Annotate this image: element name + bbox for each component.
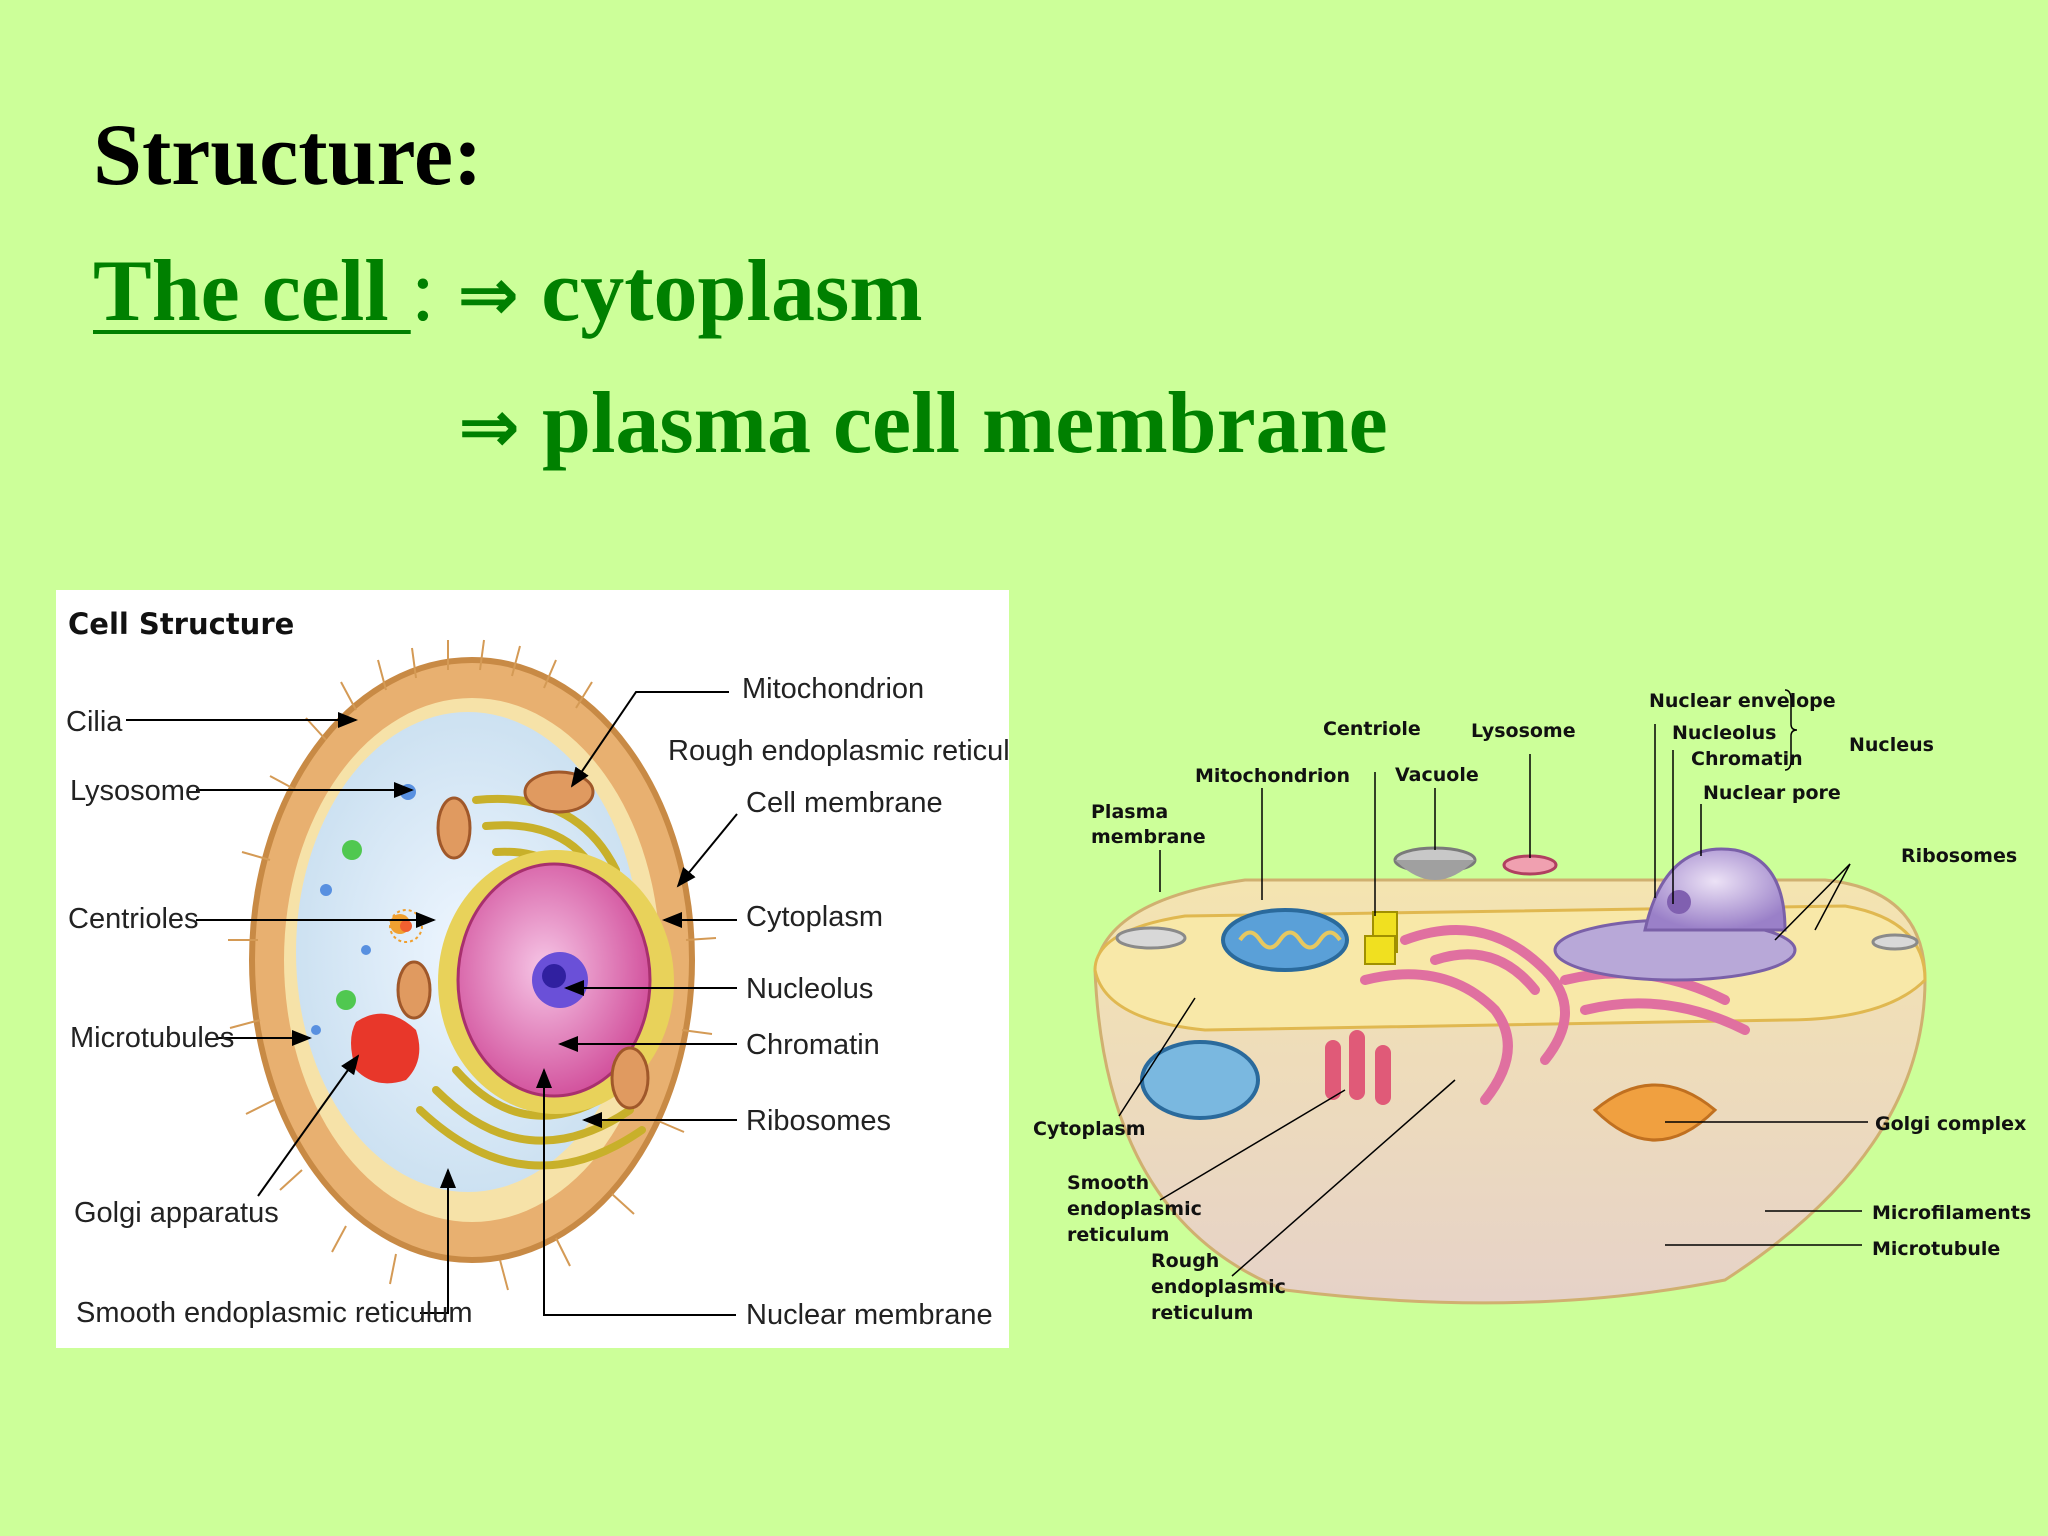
- cell-structure-diagram: Cell Structure: [56, 590, 1050, 1348]
- label-ribosomes: Ribosomes: [1901, 845, 2017, 867]
- cell-structure-svg: Cell Structure: [66, 607, 1050, 1331]
- cell-term: The cell: [93, 243, 411, 340]
- label-chromatin: Chromatin: [1691, 748, 1803, 770]
- label-nuclear-membrane: Nuclear membrane: [746, 1299, 993, 1331]
- label-plasma-membrane-2: membrane: [1091, 826, 1206, 848]
- label-golgi: Golgi complex: [1875, 1113, 2026, 1135]
- label-microtubule: Microtubule: [1872, 1238, 2000, 1260]
- label-microtubules: Microtubules: [70, 1022, 234, 1054]
- label-rough-er-3: reticulum: [1151, 1302, 1253, 1324]
- label-cytoplasm: Cytoplasm: [1033, 1118, 1146, 1140]
- label-plasma-membrane: Plasma: [1091, 801, 1168, 823]
- label-ribosomes: Ribosomes: [746, 1105, 891, 1137]
- label-cell-membrane: Cell membrane: [746, 787, 943, 819]
- membrane-line: ⇒ plasma cell membrane: [458, 380, 1388, 468]
- label-nuclear-envelope: Nuclear envelope: [1649, 690, 1836, 712]
- animal-cell-diagram: Plasma membrane Mitochondrion Centriole …: [1025, 680, 2045, 1340]
- cell-body: [1093, 846, 1927, 1305]
- label-vacuole: Vacuole: [1395, 764, 1479, 786]
- left-heading: Cell Structure: [68, 607, 294, 641]
- label-microfilaments: Microfilaments: [1872, 1202, 2031, 1224]
- animal-cell-svg: Plasma membrane Mitochondrion Centriole …: [1033, 689, 2031, 1324]
- label-nucleus: Nucleus: [1849, 734, 1934, 756]
- label-mitochondrion: Mitochondrion: [742, 673, 924, 705]
- label-nucleolus: Nucleolus: [746, 973, 873, 1005]
- label-mitochondrion: Mitochondrion: [1195, 765, 1350, 787]
- slide-title: Structure:: [93, 107, 483, 204]
- implies-arrow-icon: ⇒: [458, 384, 521, 470]
- label-golgi: Golgi apparatus: [74, 1197, 279, 1229]
- label-rough-er-2: endoplasmic: [1151, 1276, 1286, 1298]
- label-rough-er: Rough: [1151, 1250, 1219, 1272]
- cell-line: The cell : ⇒ cytoplasm: [93, 248, 923, 336]
- implies-arrow-icon: ⇒: [457, 252, 520, 338]
- label-rough-er: Rough endoplasmic reticulum: [668, 735, 1009, 767]
- label-smooth-er-3: reticulum: [1067, 1224, 1169, 1246]
- label-centriole: Centriole: [1323, 718, 1421, 740]
- label-lysosome: Lysosome: [70, 775, 201, 807]
- label-cytoplasm: Cytoplasm: [746, 901, 883, 933]
- label-smooth-er-2: endoplasmic: [1067, 1198, 1202, 1220]
- membrane-text: plasma cell membrane: [542, 375, 1388, 472]
- cytoplasm-text: cytoplasm: [541, 243, 923, 340]
- colon: :: [410, 243, 436, 340]
- label-smooth-er: Smooth endoplasmic reticulum: [76, 1297, 473, 1329]
- label-lysosome: Lysosome: [1471, 720, 1576, 742]
- label-chromatin: Chromatin: [746, 1029, 880, 1061]
- label-centrioles: Centrioles: [68, 903, 199, 935]
- label-cilia: Cilia: [66, 706, 123, 738]
- cell-body: [228, 639, 717, 1294]
- label-nuclear-pore: Nuclear pore: [1703, 782, 1841, 804]
- label-nucleolus: Nucleolus: [1672, 722, 1777, 744]
- label-smooth-er: Smooth: [1067, 1172, 1149, 1194]
